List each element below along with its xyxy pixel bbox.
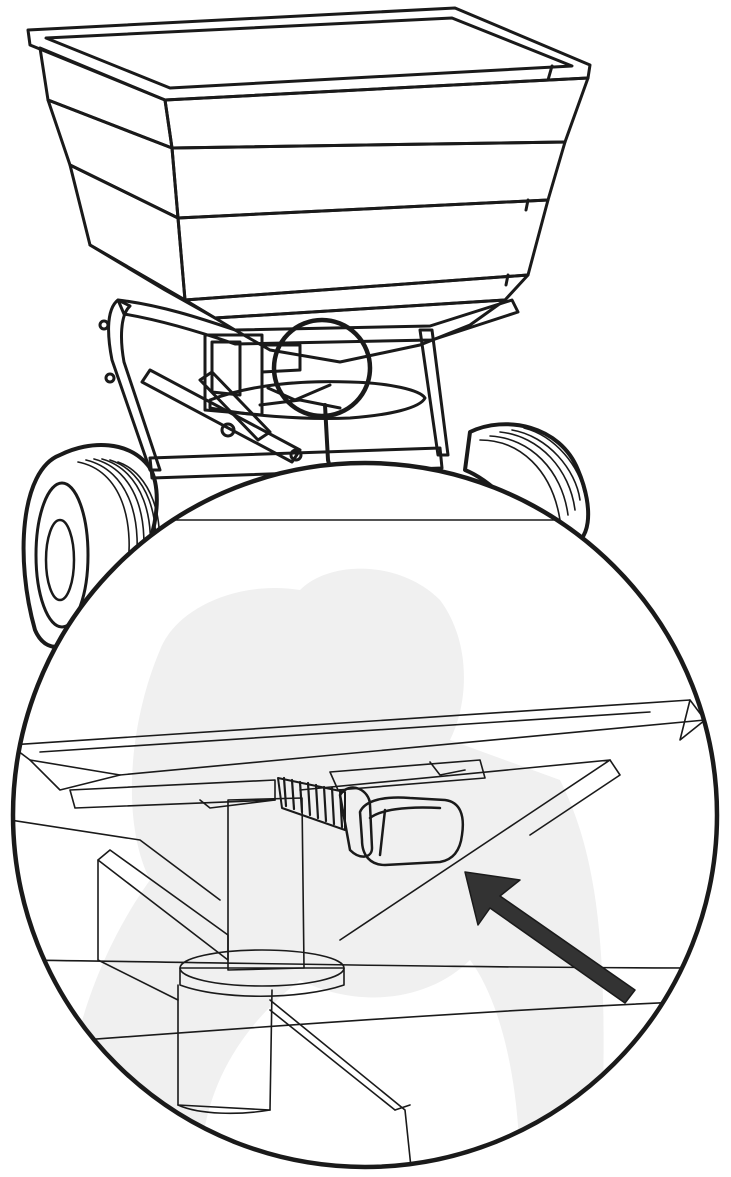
arrow-icon	[464, 871, 636, 1004]
cap	[338, 786, 464, 867]
hopper	[26, 6, 592, 364]
detail-circle	[271, 317, 373, 419]
worm-gear	[277, 776, 346, 831]
zoom-callout	[10, 460, 720, 1170]
watermark	[60, 568, 604, 1167]
spinner-plate	[208, 380, 427, 420]
zoom-circle-outline	[10, 460, 720, 1170]
spreader	[21, 6, 592, 649]
frame	[98, 298, 520, 480]
